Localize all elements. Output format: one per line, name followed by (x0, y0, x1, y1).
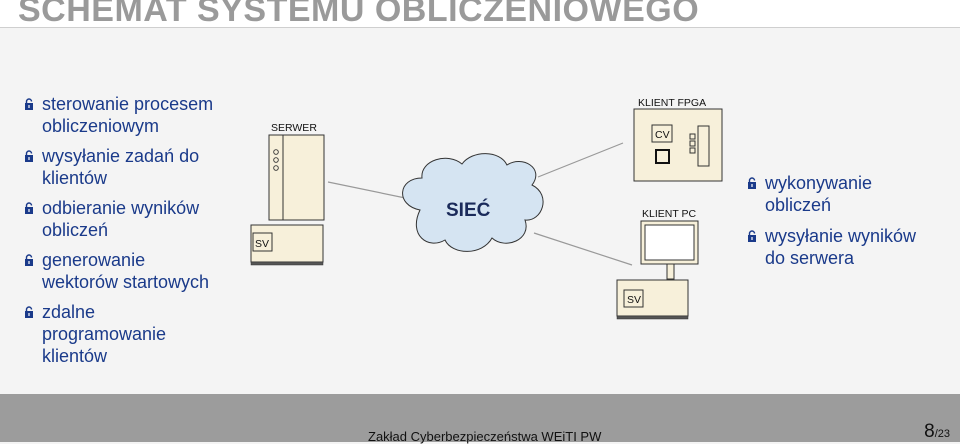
client-tasks-list: wykonywanie obliczeń wysyłanie wyników d… (745, 172, 955, 278)
title-bar: SCHEMAT SYSTEMU OBLICZENIOWEGO (0, 0, 960, 28)
page-current: 8 (924, 421, 935, 442)
list-item-line: do serwera (765, 248, 855, 268)
list-item: wykonywanie obliczeń (745, 172, 955, 216)
pc-sv-label: SV (627, 294, 641, 306)
pc-label: KLIENT PC (642, 208, 696, 220)
list-item-line: obliczeń (765, 195, 832, 215)
lock-icon (25, 98, 33, 110)
connection-line-server (327, 181, 416, 201)
list-item: wysyłanie zadań do klientów (22, 145, 252, 189)
lock-icon (748, 177, 756, 189)
list-item-line: wektorów startowych (42, 272, 210, 292)
list-item-line: programowanie (42, 324, 167, 344)
list-item-line: sterowanie procesem (42, 94, 214, 114)
fpga-board (633, 108, 723, 182)
list-item-line: wysyłanie zadań do (42, 146, 200, 166)
list-item-line: generowanie (42, 250, 146, 270)
server-sv-label: SV (255, 238, 269, 250)
list-item-line: klientów (42, 168, 108, 188)
page-total: /23 (934, 428, 950, 440)
lock-icon (25, 254, 33, 266)
list-item-line: wysyłanie wyników (765, 226, 917, 246)
list-item: zdalne programowanie klientów (22, 301, 252, 367)
list-item-line: zdalne (42, 302, 96, 322)
list-item: wysyłanie wyników do serwera (745, 225, 955, 269)
list-item-line: obliczeń (42, 220, 109, 240)
page-number: 8/23 (924, 421, 950, 443)
list-item-line: odbieranie wyników (42, 198, 200, 218)
server-label: SERWER (271, 122, 317, 134)
server-sv-box (250, 224, 324, 266)
lock-icon (748, 230, 756, 242)
list-item-line: obliczeniowym (42, 116, 160, 136)
lock-icon (25, 306, 33, 318)
footer-bar: Zakład Cyberbezpieczeństwa WEiTI PW 8/23 (0, 394, 960, 444)
list-item: sterowanie procesem obliczeniowym (22, 93, 252, 137)
list-item: generowanie wektorów startowych (22, 249, 252, 293)
server-tasks-list: sterowanie procesem obliczeniowym wysyła… (22, 93, 252, 375)
connection-line-fpga (537, 142, 624, 178)
network-cloud (402, 153, 544, 252)
lock-icon (25, 150, 33, 162)
fpga-cv-label: CV (655, 129, 670, 141)
page-title: SCHEMAT SYSTEMU OBLICZENIOWEGO (18, 0, 700, 28)
server-tower (268, 134, 325, 221)
fpga-label: KLIENT FPGA (638, 97, 706, 109)
pc-monitor (640, 220, 699, 280)
connection-line-pc (533, 232, 633, 266)
title-divider (0, 27, 960, 28)
lock-icon (25, 202, 33, 214)
pc-sv-box (616, 279, 689, 320)
list-item-line: klientów (42, 346, 108, 366)
cloud-label: SIEĆ (446, 199, 491, 221)
list-item: odbieranie wyników obliczeń (22, 197, 252, 241)
footer-text: Zakład Cyberbezpieczeństwa WEiTI PW (368, 429, 602, 444)
list-item-line: wykonywanie (765, 173, 873, 193)
